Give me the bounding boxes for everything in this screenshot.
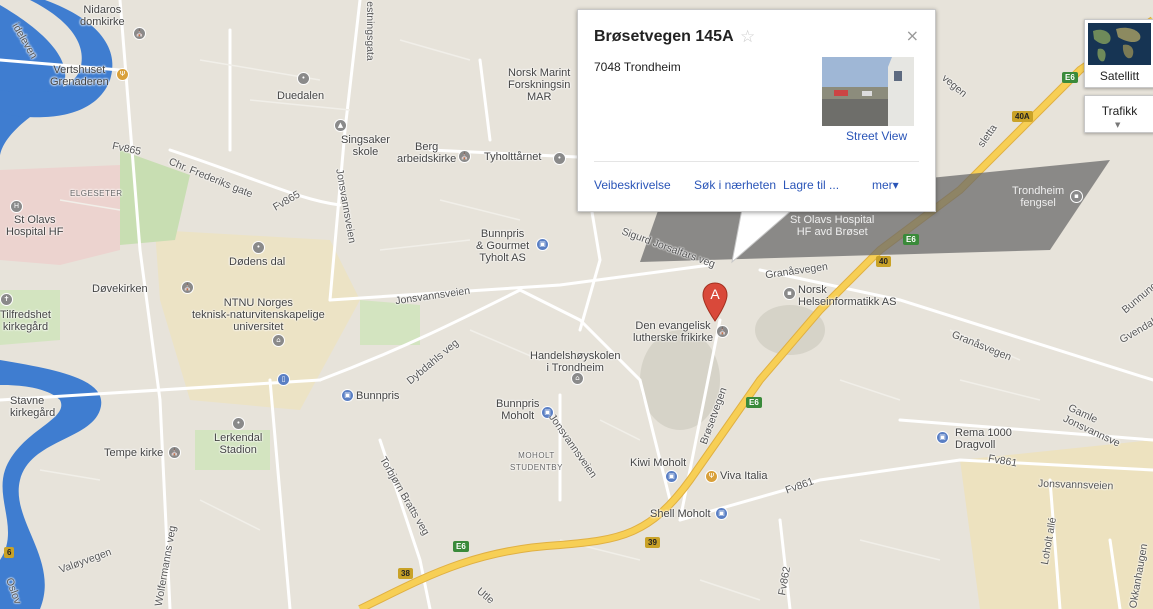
route-shield-38: 38	[398, 568, 413, 579]
label-evangelisk: Den evangelisk lutherske frikirke	[633, 320, 714, 344]
label-tilfredshet: Tilfredshet kirkegård	[0, 309, 51, 333]
prison-icon: ▪	[1070, 190, 1083, 203]
cemetery-icon: ✝	[0, 293, 13, 306]
route-shield-39: 39	[645, 537, 660, 548]
label-bunnpris: Bunnpris	[356, 390, 400, 402]
stadium-icon: •	[232, 417, 245, 430]
street-view-thumbnail[interactable]	[822, 57, 914, 126]
label-stavne: Stavne kirkegård	[10, 395, 56, 419]
label-kiwi: Kiwi Moholt	[630, 457, 687, 469]
label-norsk-marint: Norsk Marint Forskningsin MAR	[508, 67, 571, 103]
route-shield-e6: E6	[903, 234, 919, 245]
label-singsaker: Singsaker skole	[341, 134, 390, 158]
shop-icon: ▣	[665, 470, 678, 483]
chevron-down-icon: ▼	[1115, 121, 1121, 129]
label-trondheim-fengsel: Trondheim fengsel	[1012, 185, 1065, 209]
building-icon: ▪	[783, 287, 796, 300]
street-view-image	[822, 57, 914, 126]
church-icon: ⛪	[458, 150, 471, 163]
label-st-olavs: St Olavs Hospital HF	[6, 214, 64, 238]
route-shield-e6: E6	[1062, 72, 1078, 83]
church-icon: ⛪	[181, 281, 194, 294]
label-vertshuset: Vertshuset Grenaderen	[50, 64, 109, 88]
label-berg: Berg arbeidskirke	[397, 141, 457, 165]
road-jonsvannsveien: Jonsvannsveien	[1037, 477, 1114, 493]
church-icon: ⛪	[133, 27, 146, 40]
label-nidaros: Nidaros domkirke	[80, 4, 125, 28]
directions-link[interactable]: Veibeskrivelse	[594, 178, 671, 192]
label-tyholttarnet: Tyholttårnet	[484, 151, 542, 163]
label-dodens-dal: Dødens dal	[229, 256, 286, 268]
university-icon: ⌂	[571, 372, 584, 385]
church-icon: ⛪	[168, 446, 181, 459]
shop-icon: ▣	[541, 406, 554, 419]
label-lerkendal: Lerkendal Stadion	[214, 432, 263, 456]
label-tempe: Tempe kirke	[104, 447, 164, 459]
label-bunnpris-moholt: Bunnpris Moholt	[496, 398, 540, 422]
close-icon[interactable]: ×	[905, 26, 919, 45]
tower-icon: •	[553, 152, 566, 165]
label-handelshoyskolen: Handelshøyskolen i Trondheim	[530, 350, 621, 374]
location-marker[interactable]: A	[702, 282, 728, 322]
label-duedalen: Duedalen	[277, 90, 325, 102]
restaurant-icon: Ψ	[116, 68, 129, 81]
church-icon: ⛪	[716, 325, 729, 338]
save-to-link[interactable]: Lagre til ...	[783, 178, 840, 192]
label-st-olavs-broset: St Olavs Hospital HF avd Brøset	[790, 214, 875, 238]
school-icon: ▲	[334, 119, 347, 132]
university-icon: ⌂	[272, 334, 285, 347]
restaurant-icon: Ψ	[705, 470, 718, 483]
label-moholt-studentby: MOHOLT STUDENTBY	[510, 451, 563, 472]
shop-icon: ▣	[536, 238, 549, 251]
bus-stop-icon: ▯	[277, 373, 290, 386]
gas-station-icon: ▣	[715, 507, 728, 520]
hospital-icon: H	[10, 200, 23, 213]
shop-icon: ▣	[936, 431, 949, 444]
label-shell: Shell Moholt	[650, 508, 711, 520]
route-shield-40: 40	[876, 256, 891, 267]
poi-dot-icon: •	[297, 72, 310, 85]
search-nearby-link[interactable]: Søk i nærheten	[694, 178, 777, 192]
info-window: Brøsetvegen 145A ☆ × 7048 Trondheim Stre…	[577, 9, 936, 212]
traffic-button[interactable]: Trafikk ▼	[1084, 95, 1153, 133]
marker-pin-icon	[702, 282, 728, 322]
shop-icon: ▣	[341, 389, 354, 402]
label-rema: Rema 1000 Dragvoll	[955, 427, 1012, 451]
info-divider	[594, 161, 919, 162]
traffic-label: Trafikk	[1101, 104, 1138, 118]
label-ntnu: NTNU Norges teknisk-naturvitenskapelige …	[192, 297, 325, 333]
marker-letter: A	[710, 286, 720, 302]
satellite-thumbnail	[1088, 23, 1151, 65]
label-norsk-helse: Norsk Helseinformatikk AS	[798, 284, 897, 308]
route-shield-e6: E6	[453, 541, 469, 552]
globe-icon	[1088, 23, 1151, 65]
star-icon[interactable]: ☆	[740, 27, 756, 47]
satellite-button[interactable]: Satellitt	[1084, 19, 1153, 88]
more-menu[interactable]: mer▾	[872, 178, 899, 192]
poi-dot-icon: •	[252, 241, 265, 254]
label-bunnpris-gourmet: Bunnpris & Gourmet Tyholt AS	[476, 228, 530, 264]
route-shield-6: 6	[4, 547, 15, 558]
street-view-link[interactable]: Street View	[846, 129, 908, 143]
label-viva-italia: Viva Italia	[720, 470, 768, 482]
road-festningsgata: estningsgata	[363, 1, 376, 61]
info-address: 7048 Trondheim	[594, 60, 681, 74]
route-shield-40a: 40A	[1012, 111, 1033, 122]
label-dovekirken: Døvekirken	[92, 283, 148, 295]
route-shield-e6: E6	[746, 397, 762, 408]
info-title: Brøsetvegen 145A	[594, 28, 734, 45]
satellite-label: Satellitt	[1099, 69, 1140, 83]
label-elgeseter: ELGESETER	[70, 189, 123, 198]
